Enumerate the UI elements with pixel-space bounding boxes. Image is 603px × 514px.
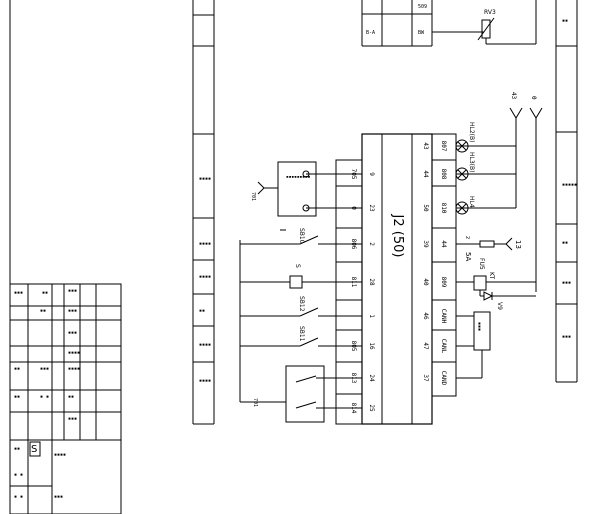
connector-j2: J2 (50) 97052302806288111168052481325814… [335,133,457,425]
wire-right-7: CAND [440,371,447,386]
pin-right-5: 46 [422,312,429,320]
wire-right-3: 44 [440,240,447,248]
wire-right-5: CANH [440,309,447,324]
svg-text:▪ ▪: ▪ ▪ [40,394,49,400]
label-509: 509 [418,4,427,10]
svg-text:▪▪: ▪▪ [14,394,20,400]
svg-text:▪▪▪: ▪▪▪ [14,290,23,296]
top-terminal-box: B-A BW 509 RV3 [361,0,537,47]
svg-text:▪▪: ▪▪ [68,394,74,400]
label-0: 0 [530,96,537,100]
svg-text:▪▪▪: ▪▪▪ [562,334,571,340]
svg-text:▪▪▪: ▪▪▪ [562,280,571,286]
svg-text:▪ ▪: ▪ ▪ [14,494,23,500]
label-hl3: HL3(B) [468,152,475,172]
svg-text:▪▪▪: ▪▪▪ [68,308,77,314]
svg-text:▪▪▪▪: ▪▪▪▪ [199,176,211,182]
side-frame-left: ▪▪▪▪ ▪▪▪▪ ▪▪▪▪ ▪▪ ▪▪▪▪ ▪▪▪▪ [192,0,215,425]
svg-text:▪▪▪▪: ▪▪▪▪ [54,452,66,458]
label-b-a: B-A [366,30,375,36]
svg-text:▪▪▪▪: ▪▪▪▪ [199,342,211,348]
pin-left-6: 24 [368,374,375,382]
relay-contact-block [285,365,325,423]
label-sb11: SB11 [298,326,305,342]
svg-text:▪▪▪▪: ▪▪▪▪ [199,241,211,247]
svg-text:▪▪▪: ▪▪▪ [54,494,63,500]
label-43: 43 [510,92,517,100]
svg-text:▪▪: ▪▪ [40,308,46,314]
label-sb10: SB10 [298,228,305,244]
svg-text:▪ ▪: ▪ ▪ [14,472,23,478]
pin-left-2: 2 [368,242,375,246]
svg-text:▪▪▪▪▪▪▪▪▪: ▪▪▪▪▪▪▪▪▪ [286,175,311,180]
svg-text:▪▪▪: ▪▪▪ [40,366,49,372]
label-701-bottom: 701 [252,398,258,407]
relay-kt [473,275,487,291]
lamp-hl2 [455,139,469,153]
pin-right-3: 39 [422,240,429,248]
svg-text:▪▪▪: ▪▪▪ [68,288,77,294]
pin-right-7: 37 [422,374,429,382]
svg-text:▪▪: ▪▪ [562,18,568,24]
wire-right-0: 807 [440,141,447,152]
wire-right-4: 809 [440,277,447,288]
pin-left-4: 1 [368,314,375,318]
diode-v9 [483,291,494,301]
label-kt: KT [488,272,495,279]
svg-text:▪▪: ▪▪ [562,240,568,246]
lamp-hl3 [455,167,469,181]
pin-right-1: 44 [422,170,429,178]
svg-text:▪▪▪: ▪▪▪ [476,322,482,331]
label-sb12: SB12 [298,296,305,312]
svg-text:▪▪▪: ▪▪▪ [68,416,77,422]
pin-left-3: 28 [368,278,375,286]
svg-text:▪▪▪▪: ▪▪▪▪ [199,378,211,384]
svg-text:▪▪▪▪: ▪▪▪▪ [199,274,211,280]
label-hl2: HL2(B) [468,122,475,142]
pin-left-5: 16 [368,342,375,350]
svg-text:▪▪: ▪▪ [14,366,20,372]
pin-left-1: 23 [368,204,375,212]
title-block: ▪▪▪ ▪▪ ▪▪▪ ▪▪▪ ▪▪▪ ▪▪▪▪ ▪▪▪▪ ▪▪ ▪▪▪ ▪▪ ▪… [9,0,122,514]
wire-right-1: 808 [440,169,447,180]
side-frame-right: ▪▪ ▪▪▪▪▪ ▪▪ ▪▪▪ ▪▪▪ [555,0,578,383]
svg-text:▪▪▪: ▪▪▪ [68,330,77,336]
pin-right-6: 47 [422,342,429,350]
svg-text:▪▪: ▪▪ [199,308,205,314]
right-circuit: HL2(B) HL3(B) HL4 43 0 2 13 5A FU5 KT V9 [455,92,543,379]
relay-box [277,161,317,217]
lamp-hl4 [455,201,469,215]
label-hl4: HL4 [468,196,475,208]
svg-text:▪▪▪▪▪: ▪▪▪▪▪ [562,182,577,188]
label-2: 2 [464,236,470,239]
label-5a: 5A [464,252,472,261]
svg-text:▪▪▪▪: ▪▪▪▪ [68,366,80,372]
svg-text:▪▪: ▪▪ [14,446,20,452]
left-circuit: ▪▪▪▪▪▪▪▪▪ 701 SB10 S SB12 SB11 701 [239,161,362,423]
pin-right-0: 43 [422,142,429,150]
pin-right-4: 40 [422,278,429,286]
label-v9: V9 [496,302,503,310]
wire-right-6: CANL [440,339,447,354]
label-701-top: 701 [250,192,256,201]
label-13: 13 [514,240,522,249]
label-rv3: RV3 [484,9,496,16]
pin-left-7: 25 [368,404,375,412]
connector-label: J2 (50) [390,214,405,258]
fuse-fu5 [479,240,495,248]
label-bw: BW [418,30,425,36]
label-fu5: FU5 [478,258,485,270]
svg-text:▪▪▪▪: ▪▪▪▪ [68,350,80,356]
svg-text:▪▪: ▪▪ [42,290,48,296]
pin-right-2: 50 [422,204,429,212]
svg-text:S: S [31,444,37,455]
switch-s [289,275,303,289]
label-s: S [294,264,301,268]
wire-right-2: 810 [440,203,447,214]
pin-left-0: 9 [368,172,375,176]
